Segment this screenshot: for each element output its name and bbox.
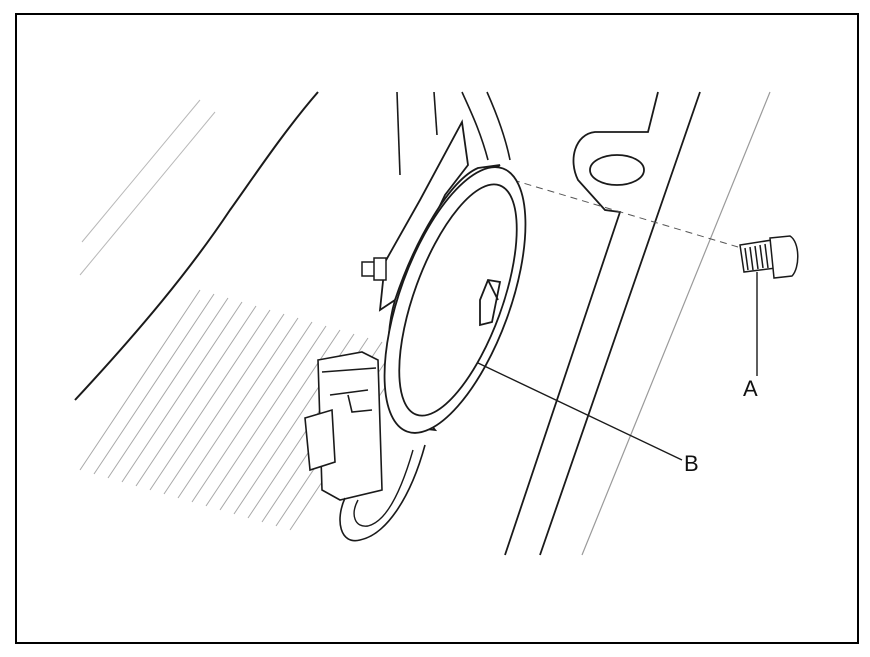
hatch-line bbox=[163, 313, 285, 495]
hatch-line bbox=[79, 289, 201, 471]
stud-nut bbox=[361, 257, 387, 281]
horn-wire-inner bbox=[353, 449, 414, 527]
hatch-line bbox=[135, 305, 257, 487]
horn-connector bbox=[304, 351, 383, 501]
hatch-line bbox=[177, 317, 299, 499]
hatch-line bbox=[107, 297, 229, 479]
alignment-dash-line bbox=[512, 179, 739, 248]
horn-body bbox=[383, 164, 527, 434]
hatch-line bbox=[149, 309, 271, 491]
leader-line-b bbox=[477, 362, 683, 461]
background-hatch-upper bbox=[79, 99, 216, 276]
diagram-frame bbox=[15, 13, 859, 644]
hatch-line bbox=[191, 321, 313, 503]
body-panel-edge bbox=[74, 91, 319, 401]
horn-bracket bbox=[378, 119, 469, 312]
hatch-line bbox=[93, 293, 215, 475]
hatch-line bbox=[205, 325, 327, 507]
callout-label-b: B bbox=[684, 451, 699, 476]
callout-label-a: A bbox=[743, 376, 758, 401]
horn-wire bbox=[339, 444, 426, 542]
mounting-bracket bbox=[504, 91, 771, 556]
mounting-members bbox=[396, 91, 511, 176]
bolt bbox=[739, 235, 799, 279]
hatch-line bbox=[121, 301, 243, 483]
